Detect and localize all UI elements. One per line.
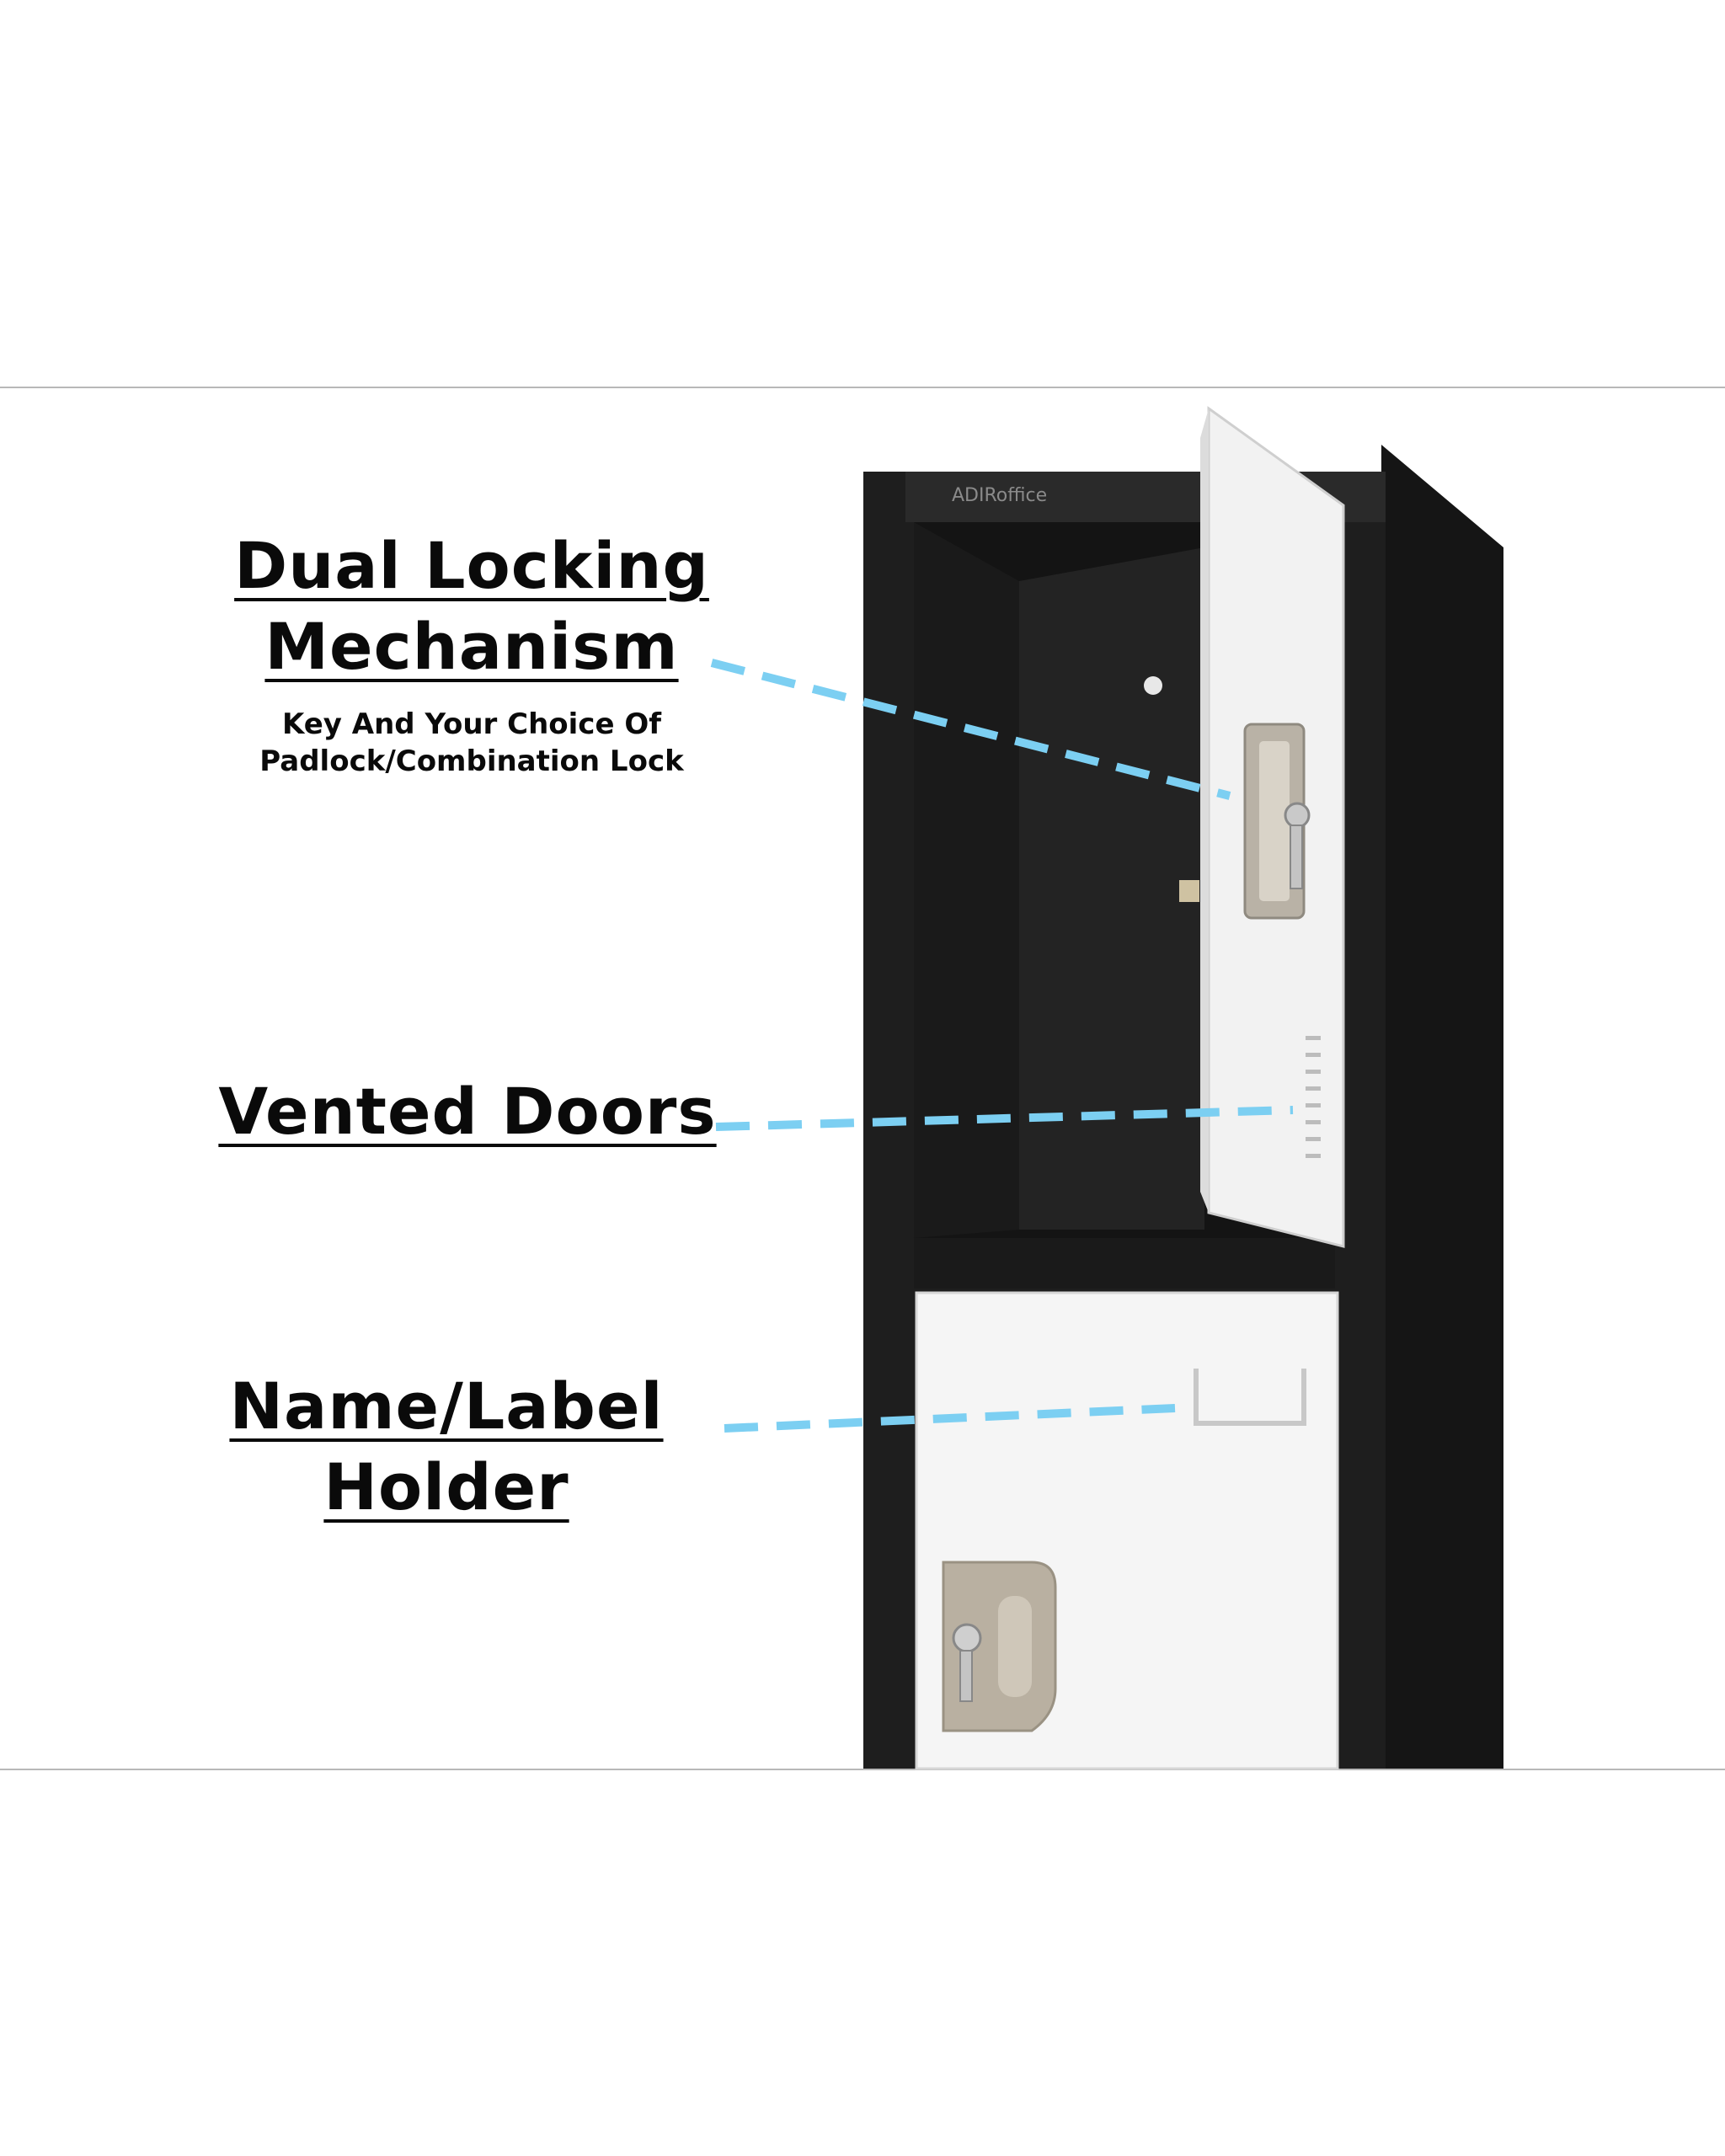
callout-line-label-holder: [724, 1404, 1176, 1433]
interior-back-wall: [1019, 547, 1204, 1230]
top-divider: [0, 387, 1725, 388]
callout-line-vented-doors: [715, 1106, 1294, 1131]
upper-key-blade: [1290, 825, 1303, 889]
locker-side-panel: [1381, 445, 1503, 1769]
feature-subtitle-line: Key And Your Choice Of: [281, 707, 662, 741]
door-vents: [1306, 1036, 1321, 1158]
latch-tab: [1179, 880, 1199, 902]
lower-door-lock-slot: [998, 1596, 1032, 1697]
upper-key-icon: [1284, 802, 1311, 829]
upper-door-lock-slot: [1259, 741, 1290, 901]
feature-title-line: Dual Locking: [234, 528, 709, 603]
feature-subtitle-line: Padlock/Combination Lock: [259, 744, 684, 778]
bottom-divider: [0, 1769, 1725, 1770]
interior-left-wall: [914, 522, 1019, 1238]
compartment-divider: [914, 1238, 1335, 1289]
feature-subtitle: Key And Your Choice Of Padlock/Combinati…: [215, 706, 729, 780]
label-holder-icon: [1194, 1369, 1306, 1426]
callout-line-dual-locking: [710, 659, 1231, 800]
feature-vented-doors: Vented Doors: [211, 1071, 724, 1152]
interior-hole: [1144, 676, 1162, 695]
door-edge: [1200, 408, 1209, 1213]
lower-key-icon: [952, 1623, 982, 1653]
feature-title-line: Name/Label: [229, 1369, 664, 1444]
feature-title-line: Mechanism: [264, 609, 679, 684]
feature-title-line: Vented Doors: [218, 1074, 717, 1149]
feature-dual-locking: Dual Locking Mechanism Key And Your Choi…: [215, 526, 729, 780]
brand-logo: ADIRoffice: [952, 485, 1047, 506]
lower-key-blade: [959, 1650, 973, 1702]
feature-title-line: Holder: [323, 1449, 569, 1524]
feature-label-holder: Name/Label Holder: [190, 1366, 703, 1528]
